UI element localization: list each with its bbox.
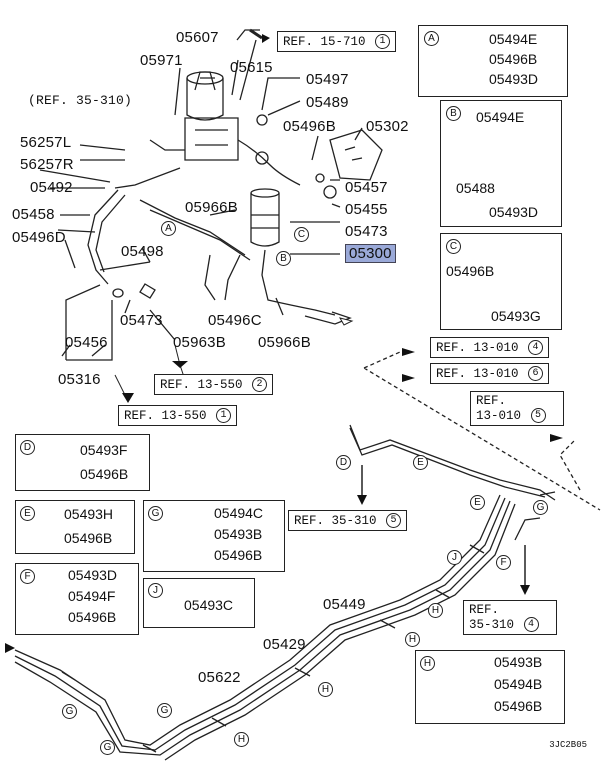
reference-label[interactable]: REF.13-010 5	[470, 391, 564, 426]
part-label: 05963B	[173, 334, 226, 351]
detail-box-d: D 05493F 05496B	[15, 434, 150, 491]
reference-label[interactable]: REF.35-310 4	[463, 600, 557, 635]
reference-label[interactable]: REF. 13-550 1	[118, 405, 238, 426]
part-label: 05458	[12, 206, 55, 223]
part-label: 05473	[345, 223, 388, 240]
reference-label[interactable]: REF. 35-310 5	[288, 510, 408, 531]
part-label: 05496C	[208, 312, 262, 329]
detail-box-b: B 05494E 05488 05493D	[440, 100, 562, 227]
part-label: 05457	[345, 179, 388, 196]
callout-h: H	[234, 732, 249, 747]
callout-e: E	[470, 495, 485, 510]
detail-box-f: F 05493D 05494F 05496B	[15, 563, 139, 635]
canister-body-shape	[186, 78, 224, 121]
reference-label[interactable]: REF. 13-010 6	[430, 363, 550, 384]
callout-g: G	[157, 703, 172, 718]
part-label: 05615	[230, 59, 273, 76]
callout-e: E	[413, 455, 428, 470]
part-label: 05607	[176, 29, 219, 46]
detail-box-j: J 05493C	[143, 578, 255, 628]
detail-box-a: A 05494E 05496B 05493D	[418, 25, 568, 97]
callout-c: C	[294, 227, 309, 242]
part-label: 05455	[345, 201, 388, 218]
part-label: 05302	[366, 118, 409, 135]
part-label: 05966B	[185, 199, 238, 216]
part-label: 05497	[306, 71, 349, 88]
part-label: 56257L	[20, 134, 72, 151]
detail-box-e: E 05493H 05496B	[15, 500, 135, 554]
callout-d: D	[336, 455, 351, 470]
callout-f: F	[496, 555, 511, 570]
diagram-code: 3JC2B05	[549, 740, 587, 750]
callout-h: H	[428, 603, 443, 618]
part-label: 05449	[323, 596, 366, 613]
part-label: 05498	[121, 243, 164, 260]
part-label: 05496D	[12, 229, 66, 246]
callout-g: G	[100, 740, 115, 755]
detail-box-g: G 05494C 05493B 05496B	[143, 500, 285, 572]
callout-g: G	[533, 500, 548, 515]
part-label: 05473	[120, 312, 163, 329]
part-label: 05971	[140, 52, 183, 69]
reference-label[interactable]: REF. 13-010 4	[430, 337, 550, 358]
part-label: 05966B	[258, 334, 311, 351]
part-label: 05492	[30, 179, 73, 196]
part-label: 05489	[306, 94, 349, 111]
part-label: 05429	[263, 636, 306, 653]
reference-label[interactable]: REF. 13-550 2	[154, 374, 274, 395]
part-label-highlighted: 05300	[345, 244, 396, 263]
callout-a: A	[161, 221, 176, 236]
callout-b: B	[276, 251, 291, 266]
part-label: 05496B	[283, 118, 336, 135]
callout-j: J	[447, 550, 462, 565]
part-label: 05316	[58, 371, 101, 388]
detail-box-h: H 05493B 05494B 05496B	[415, 650, 565, 724]
callout-h: H	[318, 682, 333, 697]
callout-h: H	[405, 632, 420, 647]
part-label: 05622	[198, 669, 241, 686]
reference-label[interactable]: (REF. 35-310)	[28, 93, 133, 108]
callout-g: G	[62, 704, 77, 719]
reference-label[interactable]: REF. 15-710 1	[277, 31, 397, 52]
part-label: 56257R	[20, 156, 74, 173]
part-label: 05456	[65, 334, 108, 351]
detail-box-c: C 05496B 05493G	[440, 233, 562, 330]
